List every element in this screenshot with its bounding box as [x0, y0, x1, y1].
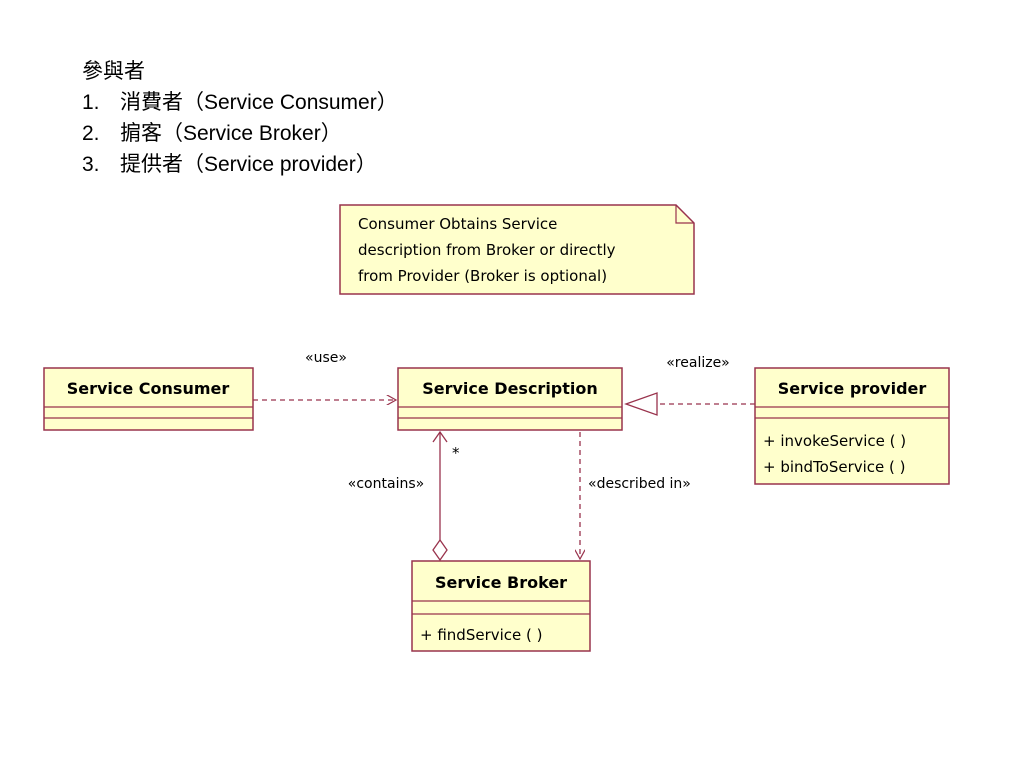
item-text: 提供者（Service provider）: [120, 153, 377, 176]
operation: + bindToService ( ): [763, 458, 906, 476]
participant-item: 2. 掮客（Service Broker）: [82, 118, 398, 149]
realize-relation: «realize»: [624, 355, 755, 416]
class-service-description[interactable]: Service Description: [397, 367, 623, 431]
note: Consumer Obtains Service description fro…: [339, 204, 695, 295]
use-label: «use»: [305, 350, 347, 366]
use-dependency: «use»: [253, 350, 396, 400]
class-name: Service Description: [422, 379, 598, 398]
contains-aggregation: * «contains»: [348, 430, 460, 562]
class-service-provider[interactable]: Service provider + invokeService ( ) + b…: [754, 367, 950, 485]
item-number: 2.: [82, 122, 100, 145]
item-text: 掮客（Service Broker）: [120, 122, 342, 145]
navigability-arrow: [432, 430, 448, 443]
note-line: description from Broker or directly: [358, 241, 616, 259]
operation: + findService ( ): [420, 626, 543, 644]
described-in-dependency: «described in»: [580, 432, 691, 559]
item-number: 1.: [82, 91, 100, 114]
participant-item: 1. 消費者（Service Consumer）: [82, 87, 398, 118]
contains-label: «contains»: [348, 476, 424, 492]
class-name: Service provider: [778, 379, 927, 398]
note-line: from Provider (Broker is optional): [358, 267, 607, 285]
item-text: 消費者（Service Consumer）: [120, 91, 398, 114]
class-service-broker[interactable]: Service Broker + findService ( ): [411, 560, 591, 652]
class-name: Service Broker: [435, 573, 567, 592]
participants-heading: 參與者: [82, 60, 145, 83]
realization-triangle: [624, 392, 658, 416]
note-line: Consumer Obtains Service: [358, 215, 557, 233]
class-name: Service Consumer: [67, 379, 230, 398]
participant-item: 3. 提供者（Service provider）: [82, 149, 398, 180]
aggregation-diamond: [432, 538, 448, 562]
described-in-label: «described in»: [588, 476, 691, 492]
class-service-consumer[interactable]: Service Consumer: [43, 367, 254, 431]
operation: + invokeService ( ): [763, 432, 906, 450]
realize-label: «realize»: [666, 355, 730, 371]
participants-list: 參與者 1. 消費者（Service Consumer） 2. 掮客（Servi…: [82, 56, 398, 180]
multiplicity-label: *: [452, 444, 460, 462]
item-number: 3.: [82, 153, 100, 176]
